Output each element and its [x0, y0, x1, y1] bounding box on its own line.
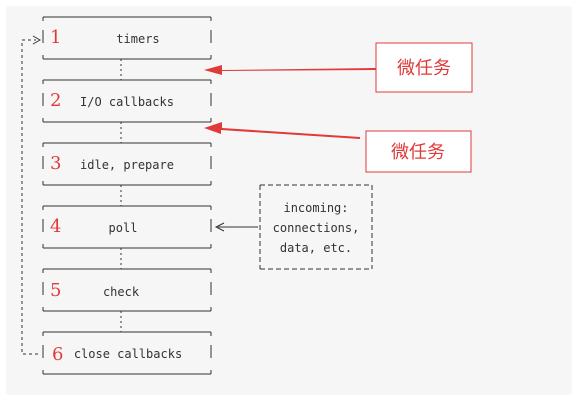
incoming-line-3: data, etc. — [280, 241, 352, 255]
phase-box — [42, 79, 212, 123]
annotation-1: 微任务 — [204, 42, 473, 93]
annotation-text: 微任务 — [397, 58, 451, 79]
incoming-arrow — [214, 222, 258, 232]
annotation-box — [365, 130, 472, 173]
annotation-box — [375, 42, 473, 93]
incoming-arrowhead — [214, 222, 225, 232]
phase-label: close callbacks — [74, 347, 182, 361]
phase-number: 2 — [50, 90, 61, 111]
phase-box — [42, 16, 212, 60]
phase-number: 5 — [50, 280, 61, 301]
phase-number: 4 — [50, 216, 61, 237]
phase-box — [42, 331, 212, 375]
phase-label: idle, prepare — [80, 158, 174, 172]
phase-number: 6 — [52, 344, 63, 365]
loop-line — [21, 39, 38, 355]
annotation-arrow — [204, 65, 376, 75]
incoming-line-2: connections, — [273, 221, 360, 235]
phase-box — [42, 268, 212, 312]
incoming-border — [259, 184, 373, 270]
phase-box — [42, 205, 212, 249]
phase-label: timers — [116, 32, 159, 46]
phase-number: 3 — [50, 153, 61, 174]
phase-label: I/O callbacks — [80, 95, 174, 109]
phase-check: 5 check — [42, 268, 212, 312]
annotation-arrow — [204, 122, 360, 139]
phase-label: poll — [109, 221, 138, 235]
phase-box — [42, 142, 212, 186]
annotation-text: 微任务 — [391, 142, 445, 163]
phase-number: 1 — [50, 27, 61, 48]
phase-close-callbacks: 6 close callbacks — [42, 331, 212, 375]
loop-back-arrow — [21, 35, 42, 355]
phase-idle-prepare: 3 idle, prepare — [42, 142, 212, 186]
loop-arrowhead — [32, 35, 42, 45]
phase-io-callbacks: 2 I/O callbacks — [42, 79, 212, 123]
incoming-line-1: incoming: — [283, 201, 348, 215]
phase-poll: 4 poll — [42, 205, 212, 249]
annotation-2: 微任务 — [204, 122, 472, 173]
phase-timers: 1 timers — [42, 16, 212, 60]
diagram-background — [6, 6, 572, 395]
incoming-box: incoming: connections, data, etc. — [259, 184, 373, 270]
phase-label: check — [103, 285, 140, 299]
